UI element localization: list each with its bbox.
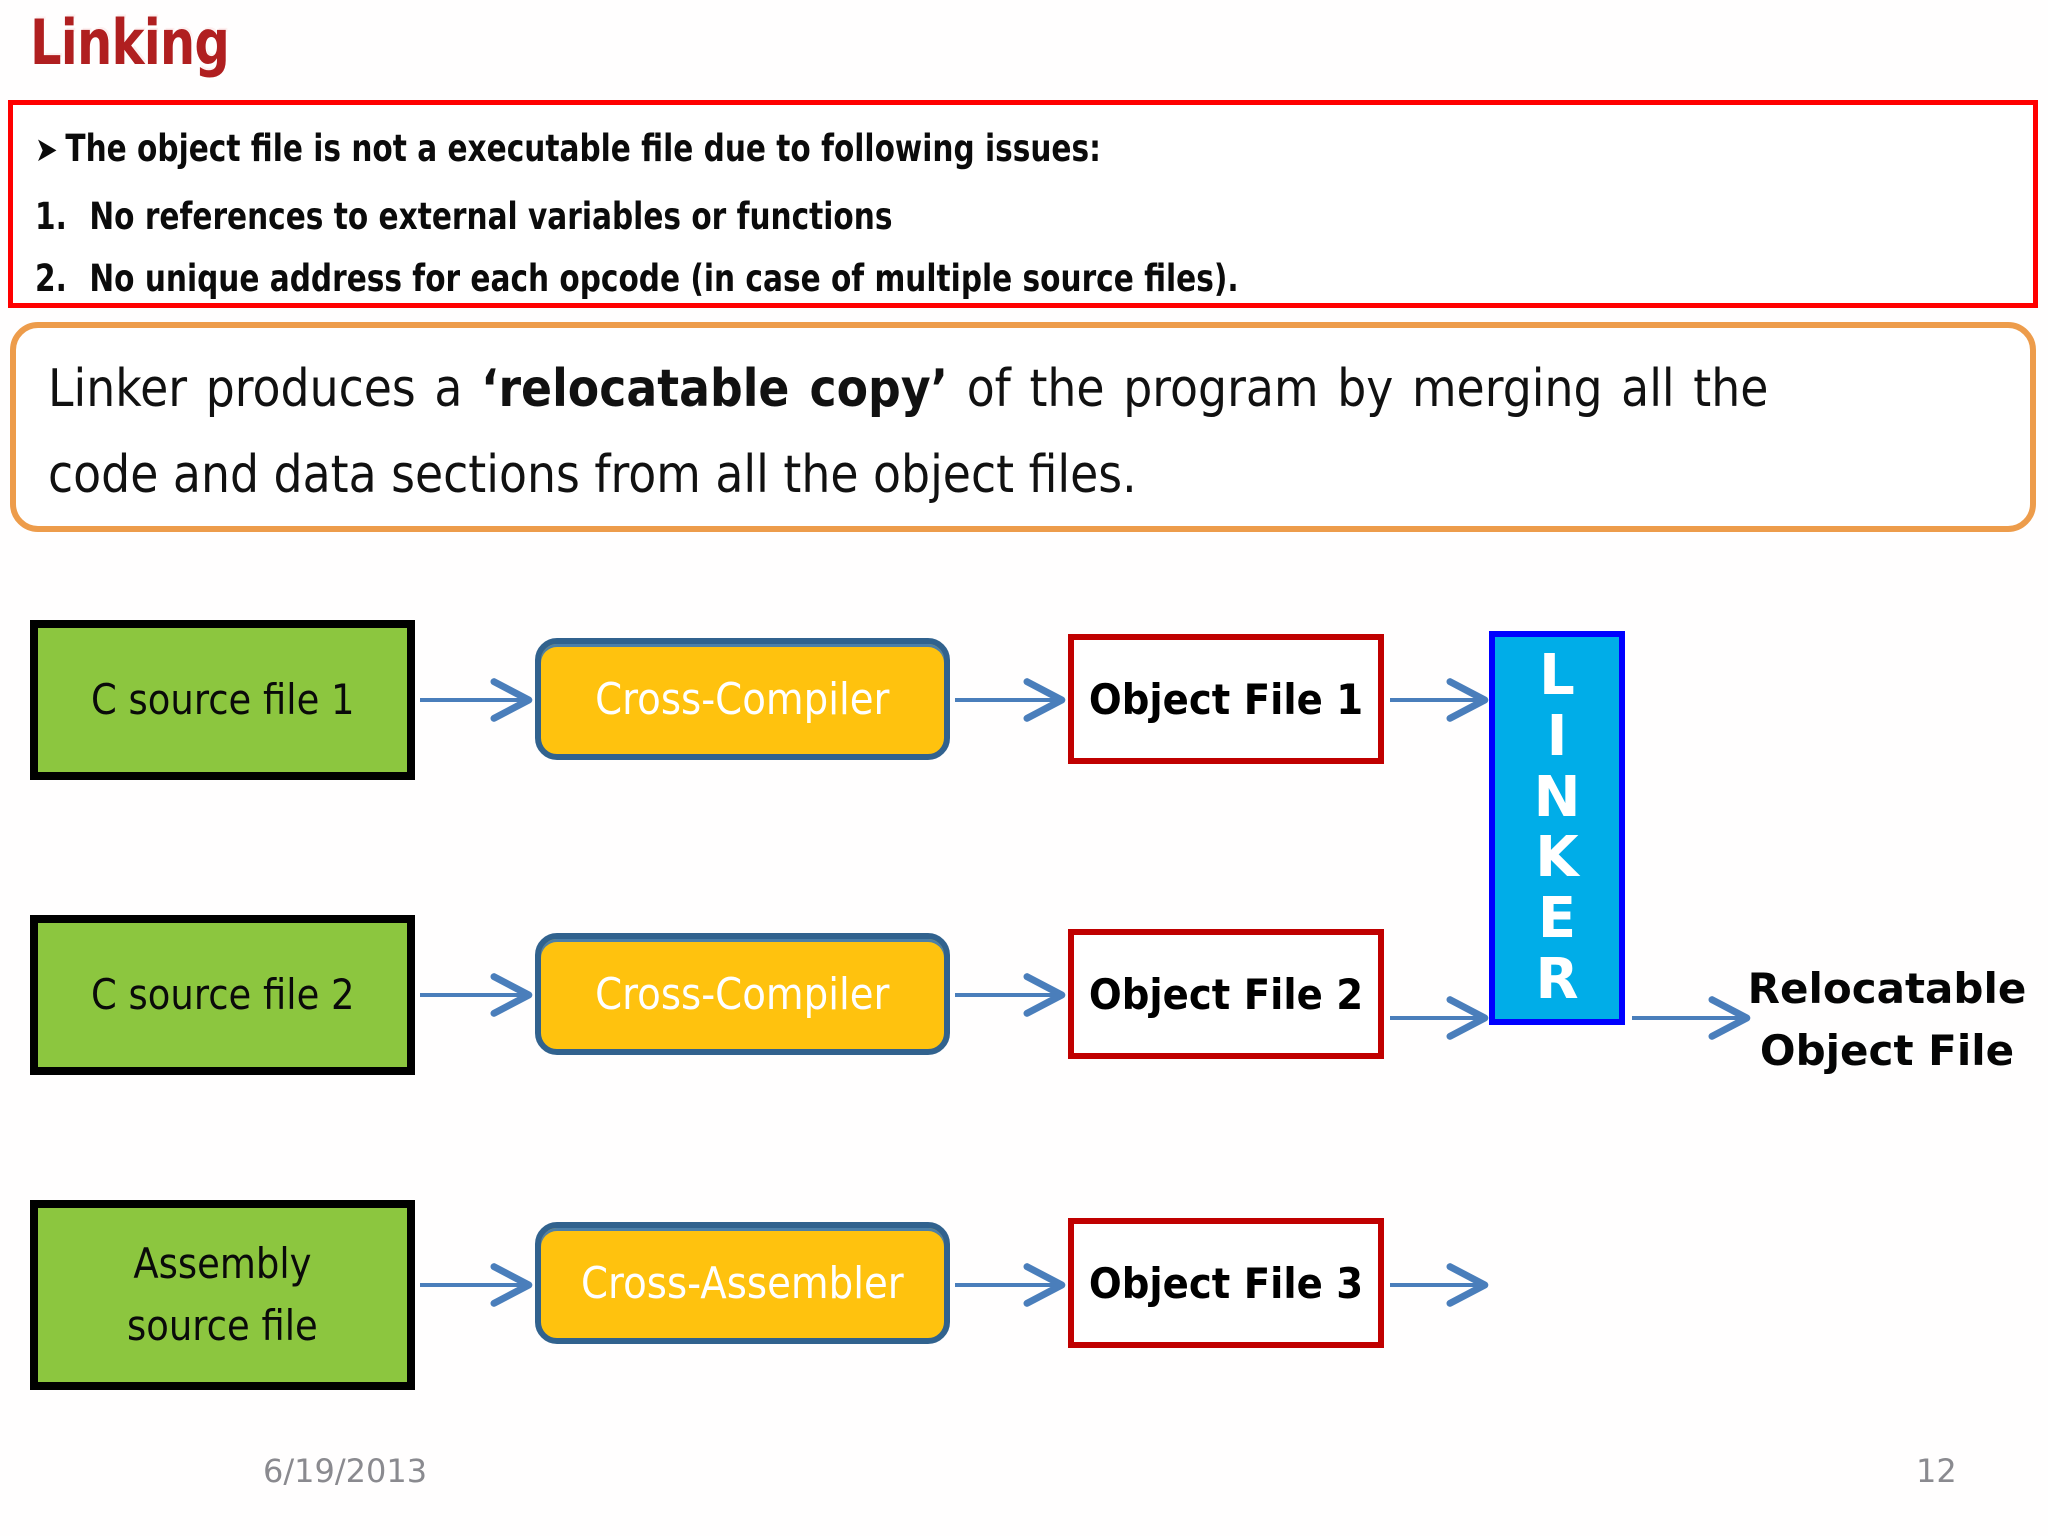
tool-box-cross-compiler-1: Cross-Compiler <box>535 638 950 760</box>
linker-note-emphasis: ‘relocatable copy’ <box>481 359 949 419</box>
object-box-file-1-label: Object File 1 <box>1088 674 1364 724</box>
footer-page-number: 12 <box>1916 1452 1957 1490</box>
linker-note-paragraph: Linker produces a ‘relocatable copy’ of … <box>48 346 1768 518</box>
page-title: Linking <box>30 6 230 79</box>
tool-box-cross-compiler-2-label: Cross-Compiler <box>595 968 890 1020</box>
linker-note-text-after: of the program by merging all the code a… <box>48 359 1769 505</box>
arrow-bullet-icon: ➤ <box>35 130 58 170</box>
object-box-file-3-label: Object File 3 <box>1088 1258 1364 1308</box>
object-box-file-2: Object File 2 <box>1068 929 1384 1059</box>
object-box-file-1: Object File 1 <box>1068 634 1384 764</box>
source-box-assembly-file: Assembly source file <box>30 1200 415 1390</box>
issue-item-1-text: No references to external variables or f… <box>89 195 893 238</box>
issues-callout-box: ➤The object file is not a executable fil… <box>8 100 2038 308</box>
object-box-file-2-label: Object File 2 <box>1088 969 1364 1019</box>
object-box-file-3: Object File 3 <box>1068 1218 1384 1348</box>
footer-date: 6/19/2013 <box>263 1452 428 1490</box>
linker-letter-e: E <box>1537 886 1577 952</box>
output-label-line1: Relocatable <box>1747 964 2027 1013</box>
linker-letter-n: N <box>1533 764 1581 830</box>
output-label-line2: Object File <box>1759 1026 2015 1075</box>
source-box-c-file-1-label: C source file 1 <box>90 675 355 724</box>
source-box-assembly-file-line2: source file <box>127 1301 318 1350</box>
tool-box-cross-assembler-label: Cross-Assembler <box>581 1257 904 1309</box>
source-box-c-file-2: C source file 2 <box>30 915 415 1075</box>
source-box-assembly-file-line1: Assembly <box>133 1239 312 1288</box>
issue-item-2-text: No unique address for each opcode (in ca… <box>89 257 1239 300</box>
issue-item-2: 2. No unique address for each opcode (in … <box>35 257 1239 300</box>
issue-item-2-marker: 2. <box>35 257 67 300</box>
tool-box-cross-compiler-1-label: Cross-Compiler <box>595 673 890 725</box>
tool-box-cross-assembler: Cross-Assembler <box>535 1222 950 1344</box>
linker-letter-i: I <box>1546 703 1568 769</box>
linker-note-callout-box: Linker produces a ‘relocatable copy’ of … <box>10 322 2036 532</box>
output-label-relocatable-object-file: Relocatable Object File <box>1737 958 2037 1082</box>
source-box-c-file-2-label: C source file 2 <box>90 970 355 1019</box>
source-box-assembly-file-label: Assembly source file <box>127 1233 318 1357</box>
linker-letter-k: K <box>1535 825 1579 891</box>
issue-item-1: 1. No references to external variables or… <box>35 195 892 238</box>
linker-note-text-before: Linker produces a <box>48 359 482 419</box>
issues-heading-text: The object file is not a executable file… <box>65 127 1101 170</box>
source-box-c-file-1: C source file 1 <box>30 620 415 780</box>
linker-letter-l: L <box>1539 642 1575 708</box>
linker-box: L I N K E R <box>1489 631 1625 1025</box>
issue-item-1-marker: 1. <box>35 195 67 238</box>
linker-letter-r: R <box>1535 947 1579 1013</box>
tool-box-cross-compiler-2: Cross-Compiler <box>535 933 950 1055</box>
issues-heading: ➤The object file is not a executable fil… <box>35 127 1101 170</box>
